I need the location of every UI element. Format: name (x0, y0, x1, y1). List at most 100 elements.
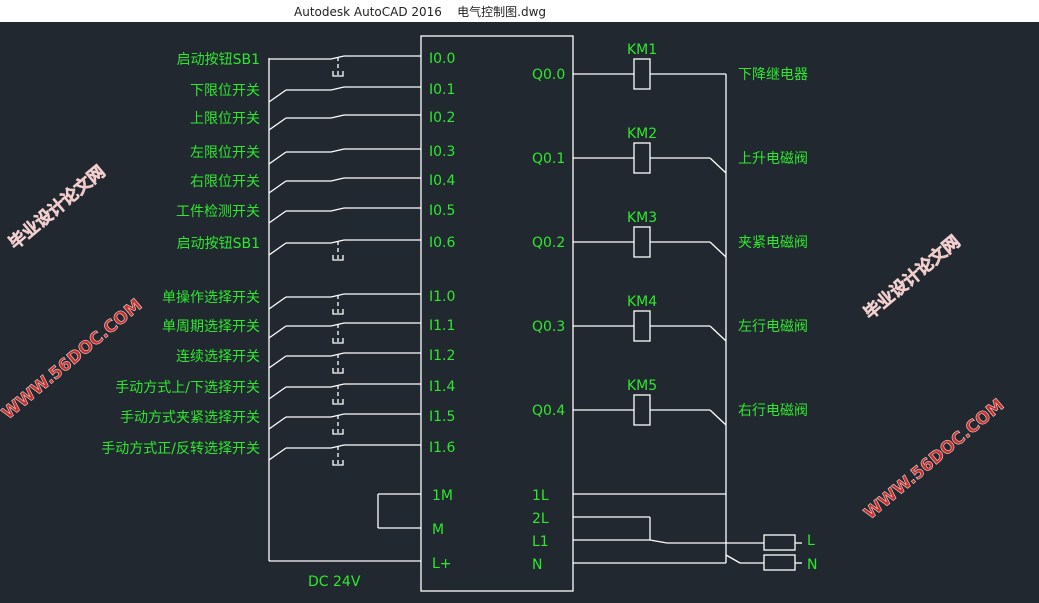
terminal-1l: 1L (532, 488, 549, 504)
relay-coil (633, 142, 651, 174)
terminal-m: M (432, 522, 444, 538)
relay-coil (633, 226, 651, 258)
input-address: I1.2 (429, 348, 455, 364)
input-address: I0.3 (429, 144, 455, 160)
watermark-text: 毕业设计论文网 (5, 161, 110, 254)
fuse-l (763, 534, 796, 551)
plc-module (420, 35, 574, 592)
input-wire-slant (268, 242, 287, 256)
output-wire-slant (709, 325, 727, 342)
input-label: 上限位开关 (190, 111, 260, 127)
input-label: 手动方式夹紧选择开关 (120, 410, 260, 426)
terminal-n: N (532, 557, 542, 573)
input-wire-slant (268, 447, 287, 461)
input-wire-slant (268, 180, 287, 194)
terminal-2l: 2L (532, 511, 549, 527)
output-label: 下降继电器 (738, 67, 808, 83)
switch-bracket (332, 309, 344, 315)
switch-contact (330, 86, 345, 91)
output-address: Q0.4 (532, 403, 565, 419)
input-label: 工件检测开关 (176, 204, 260, 220)
line-n-label: N (807, 557, 817, 573)
output-address: Q0.0 (532, 67, 565, 83)
title-bar: Autodesk AutoCAD 2016 电气控制图.dwg (0, 0, 1039, 22)
input-wire-slant (268, 296, 287, 310)
switch-bracket (332, 399, 344, 405)
input-address: I1.0 (429, 289, 455, 305)
line-l-label: L (807, 533, 815, 549)
input-address: I0.5 (429, 203, 455, 219)
input-wire-slant (268, 386, 287, 400)
n-slant (725, 554, 741, 564)
output-wire-slant (709, 157, 727, 174)
input-wire-slant (268, 210, 287, 224)
switch-bracket (332, 255, 344, 261)
switch-bracket (332, 460, 344, 466)
input-label: 左限位开关 (190, 145, 260, 161)
coil-label: KM1 (627, 42, 657, 58)
terminal-l1: L1 (532, 534, 549, 550)
coil-label: KM4 (627, 294, 657, 310)
terminal-1m: 1M (432, 488, 453, 504)
terminal-lplus: L+ (432, 556, 452, 572)
relay-coil (633, 310, 651, 342)
output-label: 夹紧电磁阀 (738, 235, 808, 251)
input-address: I0.1 (429, 82, 455, 98)
input-label: 手动方式正/反转选择开关 (101, 441, 260, 457)
input-address: I0.0 (429, 51, 455, 67)
fuse-n (763, 554, 796, 571)
drawing-canvas[interactable]: 启动按钮SB1 I0.0 下限位开关 I0.1 上限位开关 I0.2 左限位开关 I0.3 右限… (0, 22, 1039, 603)
switch-contact (330, 207, 345, 212)
output-wire-slant (709, 409, 727, 426)
coil-label: KM2 (627, 126, 657, 142)
switch-contact (330, 177, 345, 182)
labels: 启动按钮SB1 I0.0 下限位开关 I0.1 上限位开关 I0.2 左限位开关 I0.3 右限… (101, 42, 817, 590)
input-wire-slant (268, 89, 287, 103)
input-address: I0.2 (429, 110, 455, 126)
input-wire-slant (268, 117, 287, 131)
input-address: I1.4 (429, 379, 455, 395)
input-address: I1.6 (429, 440, 455, 456)
input-label: 启动按钮SB1 (177, 52, 260, 68)
input-wire-slant (268, 355, 287, 369)
switch-contact (330, 114, 345, 119)
input-label: 单操作选择开关 (162, 290, 260, 306)
output-address: Q0.3 (532, 319, 565, 335)
switch-bracket (332, 429, 344, 435)
output-label: 上升电磁阀 (738, 151, 808, 167)
window-title: Autodesk AutoCAD 2016 电气控制图.dwg (294, 5, 547, 19)
input-label: 右限位开关 (190, 174, 260, 190)
input-address: I1.5 (429, 409, 455, 425)
switch-bracket (332, 71, 344, 77)
input-label: 手动方式上/下选择开关 (115, 380, 260, 396)
input-label: 连续选择开关 (176, 348, 260, 365)
input-wire-slant (268, 416, 287, 430)
switch-contact (330, 148, 345, 153)
output-label: 左行电磁阀 (738, 319, 808, 335)
input-address: I0.6 (429, 235, 455, 251)
watermark-text: WWW.56DOC.COM (860, 395, 1008, 524)
watermark: 毕业设计论文网 WWW.56DOC.COM 毕业设计论文网 WWW.56DOC.COM (0, 161, 1009, 524)
relay-coil (633, 58, 651, 90)
input-address: I1.1 (429, 318, 455, 334)
output-wire-slant (709, 241, 727, 258)
output-address: Q0.2 (532, 235, 565, 251)
input-label: 单周期选择开关 (162, 319, 260, 335)
watermark-text: 毕业设计论文网 (860, 231, 965, 324)
switch-bracket (332, 338, 344, 344)
relay-coil (633, 394, 651, 426)
output-address: Q0.1 (532, 151, 565, 167)
input-wire-slant (268, 325, 287, 339)
l1-slant (649, 539, 668, 544)
input-wire-slant (268, 151, 287, 165)
input-address: I0.4 (429, 173, 455, 189)
watermark-text: WWW.56DOC.COM (0, 295, 146, 424)
coil-label: KM3 (627, 210, 657, 226)
supply-label: DC 24V (308, 574, 361, 590)
wiring (268, 35, 802, 592)
switch-bracket (332, 368, 344, 374)
coil-label: KM5 (627, 378, 657, 394)
output-label: 右行电磁阀 (738, 403, 808, 419)
input-label: 下限位开关 (190, 83, 260, 99)
input-label: 启动按钮SB1 (177, 236, 260, 252)
